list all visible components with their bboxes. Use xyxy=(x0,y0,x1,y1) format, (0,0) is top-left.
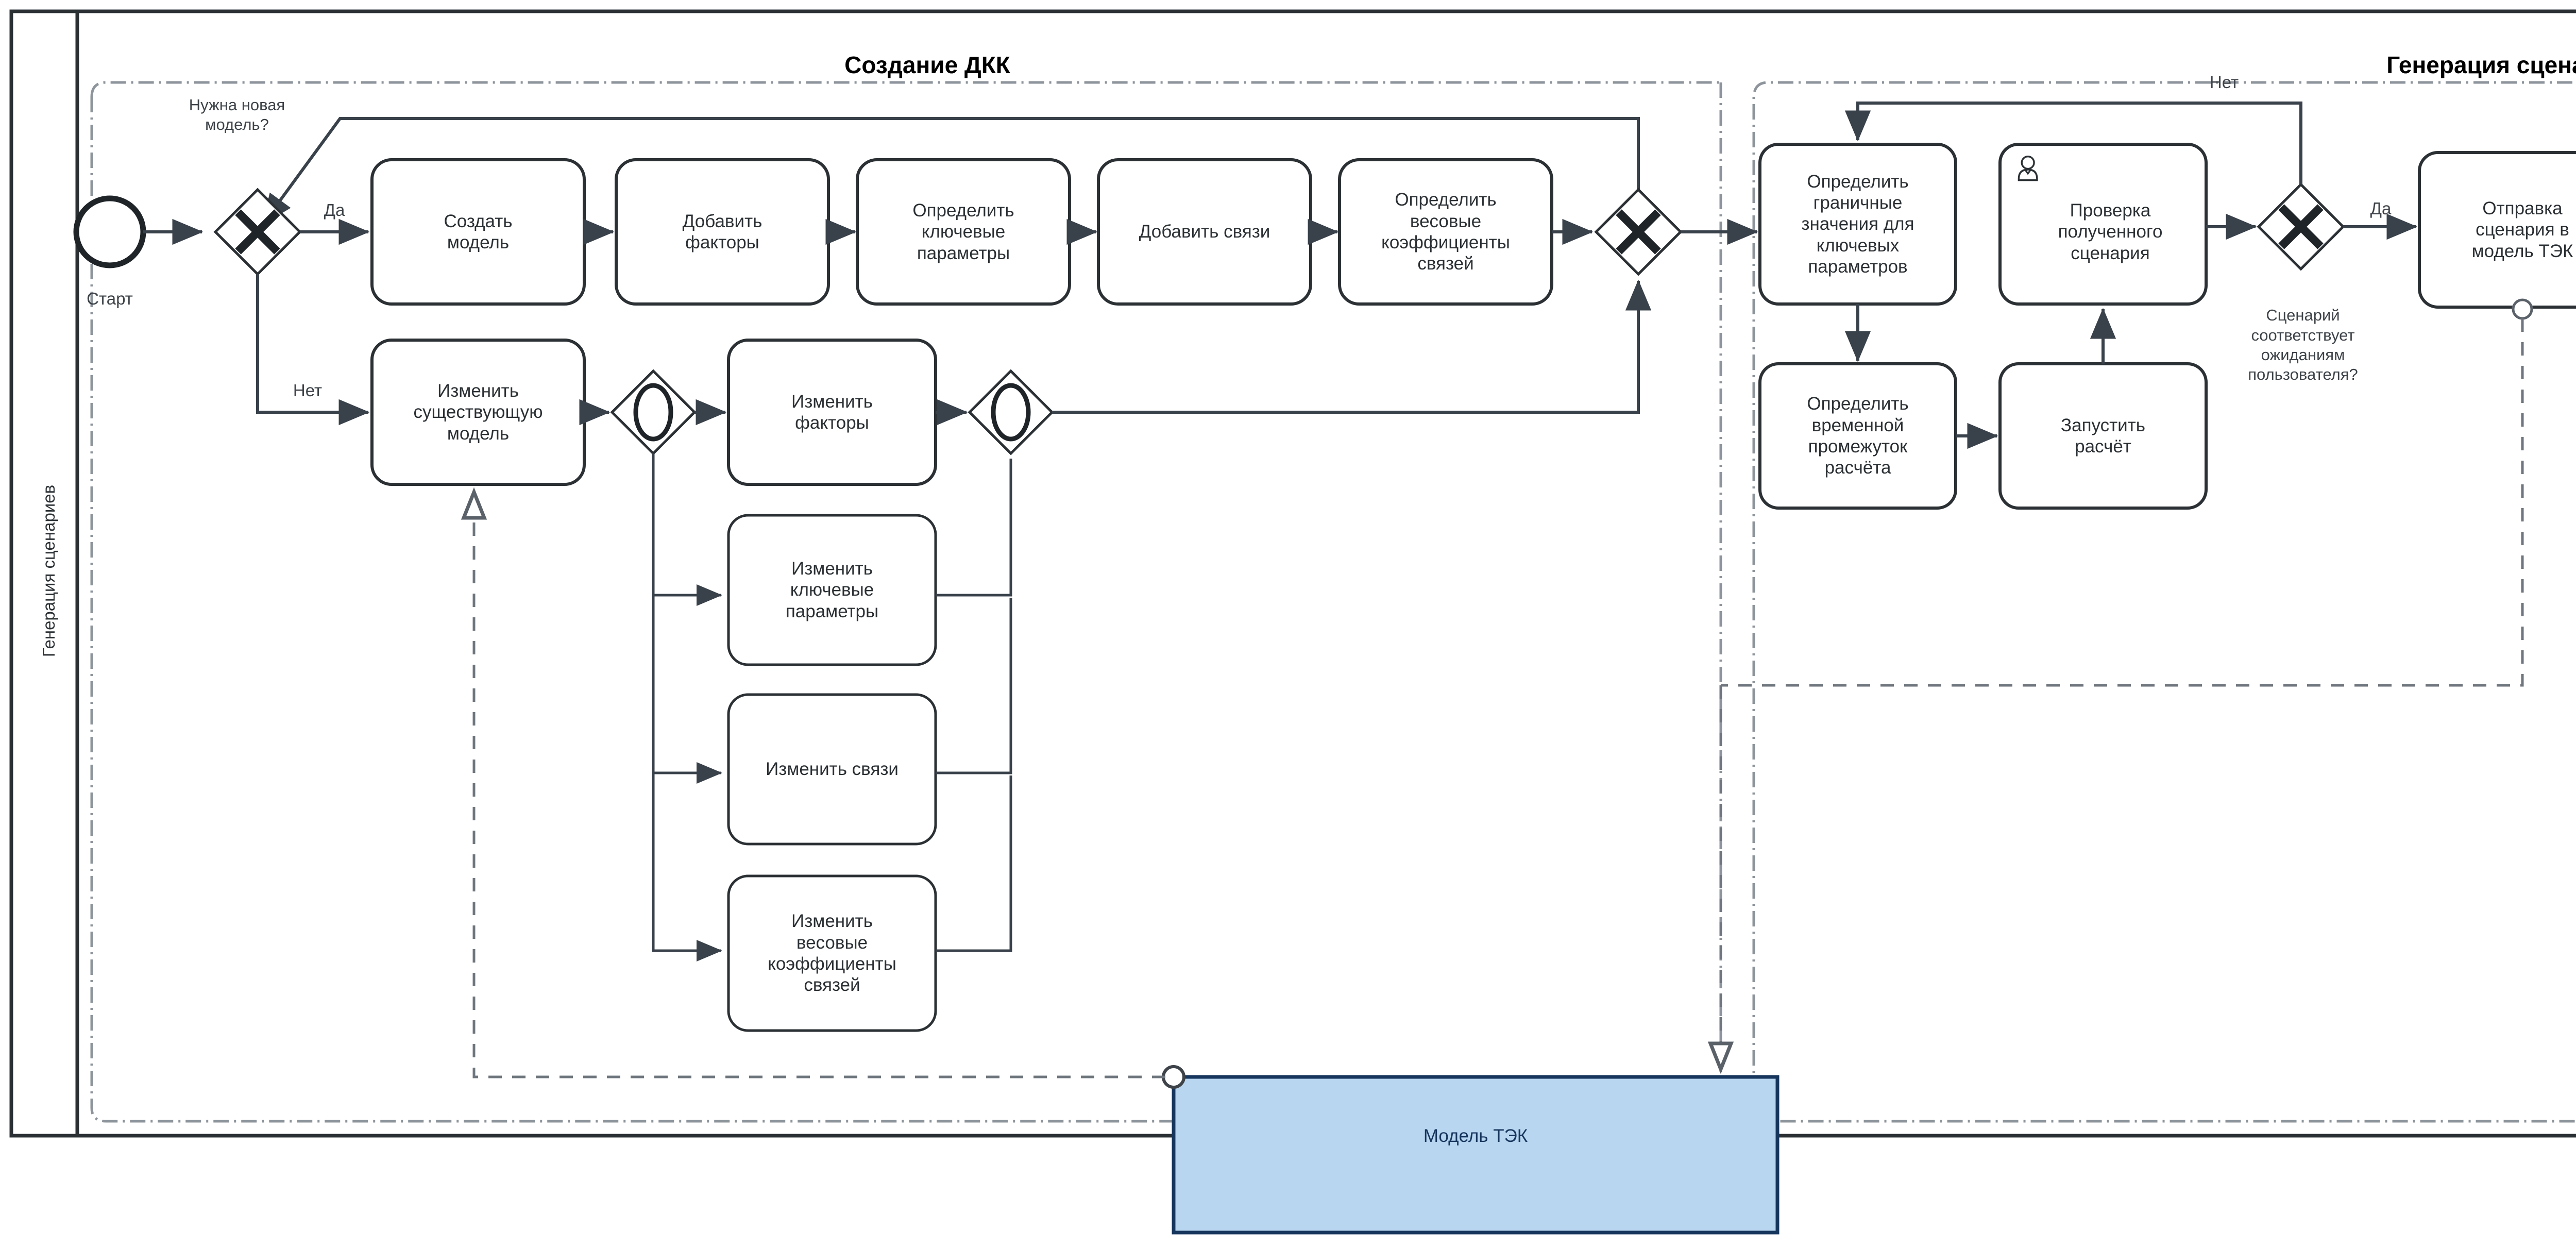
association-origin-dot-send xyxy=(2512,298,2533,320)
task-create-model-shape xyxy=(370,158,586,306)
gateway-need-new-model xyxy=(213,188,302,276)
association-send-to-datastore xyxy=(1721,318,2524,687)
task-modify-weights-shape xyxy=(727,874,937,1032)
lane-border-scenario-gen xyxy=(1752,81,2576,1121)
gateway-split-modifications xyxy=(610,369,697,456)
data-store-model-tek-shape xyxy=(1172,1075,1780,1235)
task-add-factors-shape xyxy=(615,158,830,306)
gateway-scenario-matches-expectations xyxy=(2257,182,2345,271)
gateway-join-creation xyxy=(1594,188,1683,276)
task-send-to-tek-shape xyxy=(2418,151,2576,309)
flow-loopback-to-new-model-gateway xyxy=(261,117,1640,232)
task-boundary-values-shape xyxy=(1758,143,1957,306)
task-run-calc-shape xyxy=(1998,362,2208,510)
gateway-join-modifications xyxy=(968,369,1054,456)
task-add-links-shape xyxy=(1097,158,1312,306)
task-modify-factors-shape xyxy=(727,339,937,486)
task-modify-key-params-shape xyxy=(727,514,937,666)
association-origin-dot-datastore xyxy=(1162,1065,1185,1089)
task-time-interval-shape xyxy=(1758,362,1957,510)
start-event xyxy=(73,195,146,268)
task-modify-model-shape xyxy=(370,339,586,486)
lane-border-create-dkk xyxy=(90,81,1721,97)
task-define-weights-shape xyxy=(1338,158,1553,306)
pool-label: Генерация сценариев xyxy=(39,484,58,657)
task-modify-links-shape xyxy=(727,693,937,846)
task-check-scenario-shape xyxy=(1998,143,2208,306)
user-icon xyxy=(2018,155,2038,181)
association-datastore-to-modify-model xyxy=(472,502,1165,1078)
task-define-key-params-shape xyxy=(856,158,1071,306)
